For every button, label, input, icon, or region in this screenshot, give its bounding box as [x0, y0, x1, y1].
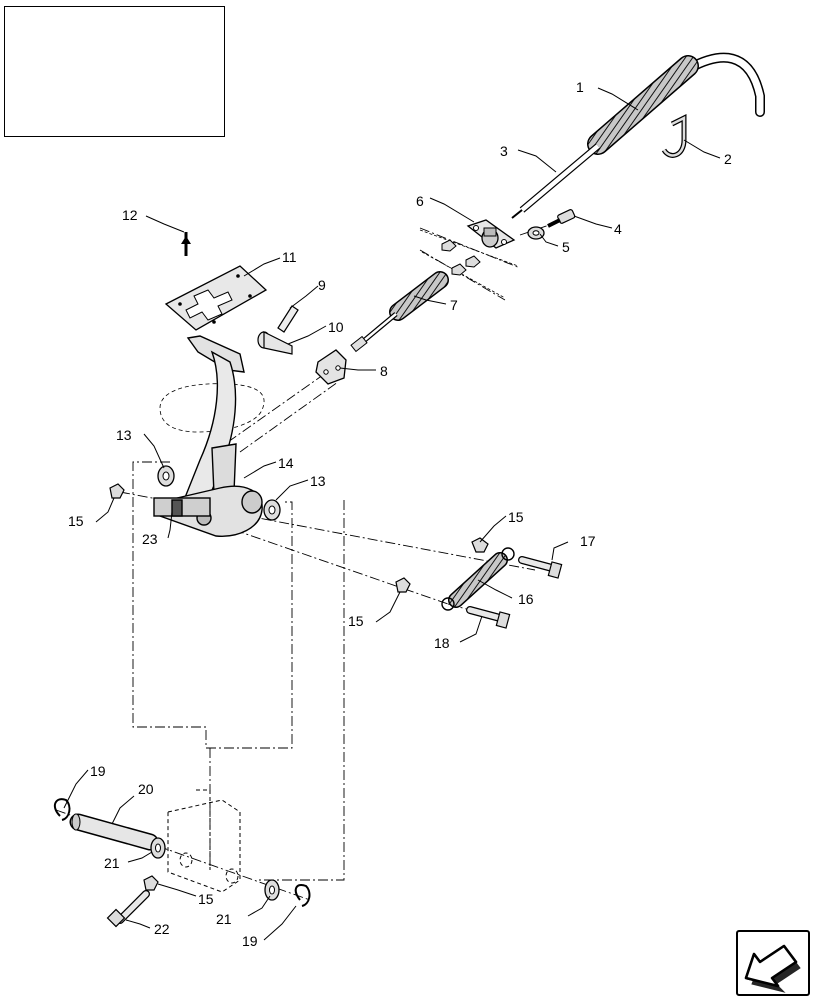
part-21-washer-b: [264, 879, 280, 901]
callout-13-right: 13: [310, 473, 326, 489]
callout-11: 11: [282, 249, 297, 265]
callout-1: 1: [576, 79, 584, 95]
nav-arrow-button[interactable]: [736, 930, 810, 996]
arrow-down-left-icon: [744, 944, 801, 993]
part-16-spring: [441, 547, 515, 611]
callout-18: 18: [434, 635, 450, 651]
part-19-ring-a: [53, 798, 71, 821]
part-7-cable-boot: [350, 271, 449, 353]
nut-15-b: [471, 537, 489, 553]
title-block-frame: [4, 6, 225, 137]
lower-mount-bracket: [167, 789, 241, 893]
part-18-bolt: [466, 606, 511, 629]
callout-15-d: 15: [198, 891, 214, 907]
callout-2: 2: [724, 151, 732, 167]
callout-4: 4: [614, 221, 622, 237]
nut-15-d: [143, 875, 159, 891]
callout-19-bottom: 19: [242, 933, 258, 949]
callout-6: 6: [416, 193, 424, 209]
callout-22: 22: [154, 921, 170, 937]
callout-3: 3: [500, 143, 508, 159]
guide-pivot-axis: [119, 491, 536, 571]
callout-5: 5: [562, 239, 570, 255]
part-10-clevis-pin: [257, 331, 293, 355]
part-5-washer: [527, 226, 545, 240]
callout-16: 16: [518, 591, 534, 607]
part-14-pedal-assembly: [153, 335, 263, 537]
callout-17: 17: [580, 533, 596, 549]
nut-15-c: [395, 577, 411, 593]
callout-21-left: 21: [104, 855, 120, 871]
part-11-pedal-pad: [164, 265, 268, 331]
part-4-screw: [547, 209, 576, 228]
part-19-ring-b: [294, 884, 311, 907]
callout-14: 14: [278, 455, 294, 471]
part-9-cotter-pin: [277, 305, 299, 333]
part-22-bolt: [106, 890, 150, 928]
firewall-nuts: [441, 239, 481, 276]
callout-9: 9: [318, 277, 326, 293]
callout-15-b: 15: [508, 509, 524, 525]
part-12-pin: [181, 232, 191, 256]
part-15-nuts: [109, 483, 489, 891]
part-13-washer-right: [263, 499, 281, 521]
guide-plate-lower: [419, 249, 506, 301]
callout-20: 20: [138, 781, 154, 797]
callout-23: 23: [142, 531, 158, 547]
part-17-bolt: [518, 556, 563, 579]
guide-right-loop: [256, 500, 345, 881]
callout-19-top: 19: [90, 763, 106, 779]
part-8-clevis: [315, 349, 347, 385]
callout-12: 12: [122, 207, 138, 223]
callout-15-a: 15: [68, 513, 84, 529]
callout-13-left: 13: [116, 427, 132, 443]
part-6-mount-bracket: [466, 219, 516, 249]
guide-pedal-to-clevis: [227, 369, 331, 443]
callout-21-bottom: 21: [216, 911, 232, 927]
part-3-cable-rod: [511, 143, 601, 219]
part-13-washer-left: [157, 465, 175, 487]
part-2-j-clip: [661, 113, 687, 158]
callout-8: 8: [380, 363, 388, 379]
part-20-pivot-pin: [69, 813, 159, 851]
part-21-washer-a: [150, 837, 166, 859]
guide-left-loop: [132, 461, 293, 749]
callout-15-c: 15: [348, 613, 364, 629]
nut-15-a: [109, 483, 125, 499]
firewall-plate: [419, 229, 519, 299]
callout-labels: 1 2 3 4 5 6 7 8 9 10 11 12 13 13 14 15 1…: [68, 79, 732, 949]
callout-10: 10: [328, 319, 344, 335]
part-1-cable-sheath: [587, 52, 765, 155]
guide-pedal-to-clevis-2: [239, 381, 339, 453]
callout-7: 7: [450, 297, 458, 313]
leader-lines: [63, 87, 721, 941]
